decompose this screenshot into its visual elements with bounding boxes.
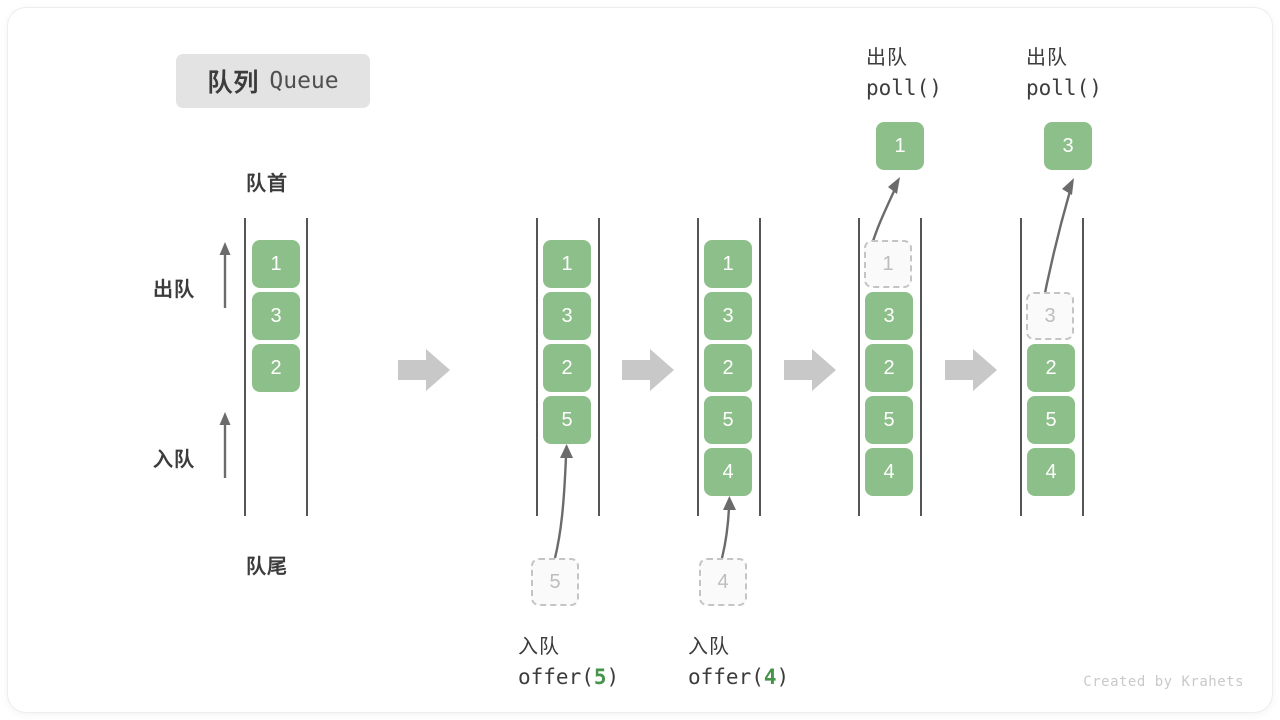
dequeue-op-label: 出队	[1026, 47, 1068, 69]
queue-element-new: 5	[543, 396, 591, 444]
ghost-element-removed: 3	[1026, 292, 1074, 340]
enqueue-operation-arrow-icon	[720, 496, 736, 559]
enqueue-op-code: offer(4)	[688, 665, 789, 689]
queue-element: 5	[704, 396, 752, 444]
queue-element: 2	[543, 344, 591, 392]
queue-element: 1	[704, 240, 752, 288]
queue-element: 5	[1027, 396, 1075, 444]
enqueue-op-label: 入队	[518, 636, 560, 658]
op-code-prefix: poll(	[1026, 76, 1090, 100]
rail-left-step-4	[858, 218, 860, 516]
credit-text: Created by Krahets	[1083, 674, 1244, 690]
transition-arrow-icon	[945, 349, 997, 391]
queue-element: 5	[865, 396, 913, 444]
enqueue-direction-arrow-icon	[219, 412, 231, 478]
popped-element: 1	[876, 122, 924, 170]
enqueue-op-label: 入队	[688, 636, 730, 658]
rail-right-step-4	[920, 218, 922, 516]
op-code-prefix: offer(	[688, 665, 764, 689]
op-code-suffix: )	[1089, 76, 1102, 100]
queue-head-label: 队首	[246, 173, 288, 195]
dequeue-op-label: 出队	[866, 47, 908, 69]
queue-element: 3	[252, 292, 300, 340]
diagram-card: 队列 Queue 队首 队尾 出队 入队 1 3 2 1 3 2	[8, 8, 1272, 712]
dequeue-op-code: poll()	[866, 76, 942, 100]
ghost-element-removed: 1	[864, 240, 912, 288]
dequeue-direction-arrow-icon	[219, 242, 231, 308]
op-code-suffix: )	[776, 665, 790, 689]
rail-left-step-5	[1020, 218, 1022, 516]
op-code-prefix: poll(	[866, 76, 930, 100]
ghost-element-incoming: 4	[699, 558, 747, 606]
queue-element: 3	[543, 292, 591, 340]
rail-left-step-2	[536, 218, 538, 516]
enqueue-op-code: offer(5)	[518, 665, 619, 689]
queue-tail-label: 队尾	[246, 556, 288, 578]
enqueue-direction-label: 入队	[153, 449, 195, 471]
queue-element: 4	[1027, 448, 1075, 496]
queue-element: 4	[865, 448, 913, 496]
op-code-suffix: )	[606, 665, 620, 689]
dequeue-direction-label: 出队	[153, 279, 195, 301]
queue-element: 3	[865, 292, 913, 340]
rail-left-step-1	[244, 218, 246, 516]
ghost-element-incoming: 5	[531, 558, 579, 606]
enqueue-operation-arrow-icon	[553, 444, 573, 559]
transition-arrow-icon	[398, 349, 450, 391]
rail-right-step-2	[598, 218, 600, 516]
transition-arrow-icon	[622, 349, 674, 391]
transition-arrow-icon	[784, 349, 836, 391]
dequeue-op-code: poll()	[1026, 76, 1102, 100]
queue-element: 2	[1027, 344, 1075, 392]
queue-element-new: 4	[704, 448, 752, 496]
rail-left-step-3	[697, 218, 699, 516]
title-chinese: 队列	[207, 69, 260, 97]
queue-element: 2	[252, 344, 300, 392]
op-code-suffix: )	[929, 76, 942, 100]
op-code-arg: 4	[763, 665, 777, 689]
queue-element: 1	[252, 240, 300, 288]
popped-element: 3	[1044, 122, 1092, 170]
queue-element: 1	[543, 240, 591, 288]
queue-element: 2	[704, 344, 752, 392]
queue-element: 3	[704, 292, 752, 340]
title-english: Queue	[269, 68, 339, 94]
diagram-title-badge: 队列 Queue	[176, 54, 370, 108]
rail-right-step-1	[306, 218, 308, 516]
rail-right-step-3	[759, 218, 761, 516]
queue-element: 2	[865, 344, 913, 392]
rail-right-step-5	[1082, 218, 1084, 516]
op-code-prefix: offer(	[518, 665, 594, 689]
op-code-arg: 5	[593, 665, 607, 689]
